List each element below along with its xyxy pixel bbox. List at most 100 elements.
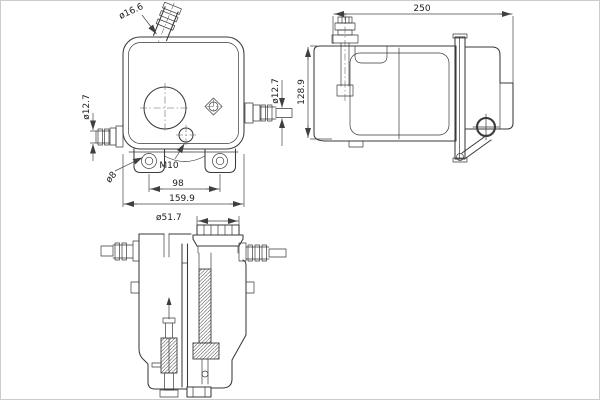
dim-128-ext	[310, 45, 332, 140]
left-nozzle-collar	[109, 127, 117, 146]
top-port-leader	[141, 14, 157, 35]
overall-width-label: 159.9	[169, 194, 195, 204]
right-foot	[204, 148, 237, 174]
filler-neck	[192, 224, 244, 254]
left-foot-grommet-inner	[144, 156, 154, 166]
section-foot-block	[186, 386, 212, 398]
right-nozzle-barb-2	[267, 104, 273, 122]
dim-159-ext	[122, 154, 245, 207]
left-nozzle-barb-2	[104, 128, 110, 146]
side-body-outline	[313, 45, 457, 142]
dip-tube-strip	[198, 268, 212, 344]
side-bottom-foot	[348, 140, 364, 148]
flange-cap-top	[452, 33, 468, 39]
right-nozzle-flange	[244, 102, 254, 124]
drain-valve	[456, 113, 500, 161]
cap-collar	[192, 234, 244, 247]
overall-length-label: 250	[413, 4, 430, 14]
side-flange	[452, 33, 468, 163]
bleed-cap-ridges	[341, 16, 350, 24]
left-dim-ext	[90, 130, 96, 144]
right-nozzle	[244, 102, 293, 124]
right-nozzle-collar	[252, 104, 261, 122]
sl-nozzle-barb-2	[121, 242, 127, 261]
flange-band	[454, 36, 466, 160]
sr-nozzle-tube	[245, 246, 270, 260]
dip-tube-top	[198, 252, 212, 270]
section-foot-lines	[192, 386, 206, 398]
left-clamp-tab	[130, 281, 140, 294]
sr-nozzle-flange	[238, 242, 247, 262]
section-partition	[181, 243, 189, 388]
valve-lever	[461, 134, 492, 159]
section-rib-slot	[163, 233, 170, 258]
left-foot	[133, 148, 166, 174]
dim-98-ext	[148, 174, 221, 192]
sr-nozzle-barb-3	[261, 244, 267, 262]
top-nozzle	[152, 1, 182, 43]
section-left-wall	[138, 233, 188, 390]
sensor-stem-upper	[165, 322, 173, 339]
left-foot-grommet-outer	[141, 153, 157, 169]
dip-tube-hole	[201, 370, 209, 378]
neck-walls	[197, 245, 239, 254]
sensor-foot	[159, 389, 179, 398]
right-nozzle-tube	[259, 106, 277, 120]
right-nozzle-barb-1	[260, 104, 266, 122]
diamond-outline	[204, 97, 223, 116]
sr-nozzle-barb-2	[254, 244, 260, 262]
sr-nozzle-barb-1	[247, 244, 253, 262]
section-view: ø51.7	[100, 213, 287, 398]
side-top-recess	[354, 45, 388, 64]
sl-nozzle-tube	[112, 244, 134, 259]
mounting-bracket	[128, 148, 239, 174]
dim-250-ext	[332, 16, 514, 83]
right-port-dia-label: ø12.7	[271, 78, 281, 104]
m10-leader	[174, 143, 185, 160]
dip-tube	[192, 252, 220, 385]
mount-hole-dia-label: ø8	[104, 170, 119, 185]
sr-nozzle-tip	[268, 248, 287, 258]
filler-neck-dia-label: ø51.7	[156, 213, 182, 223]
left-port-dia-label: ø12.7	[82, 94, 92, 120]
section-left-nozzle	[100, 240, 140, 262]
section-right-nozzle	[238, 242, 287, 262]
rear-body-outline	[464, 46, 514, 130]
sl-nozzle-flange	[132, 240, 140, 262]
bracket-web-arch	[164, 155, 206, 162]
filler-centerlines	[140, 83, 190, 133]
flange-cap-bottom	[452, 157, 468, 163]
top-nozzle-barb-2	[155, 18, 176, 31]
bleed-stem	[340, 42, 350, 87]
port-boss-diamond	[204, 97, 223, 116]
top-port-dia-label: ø16.6	[118, 2, 146, 22]
sensor-stem-lower	[164, 372, 174, 391]
left-nozzle-flange	[115, 125, 124, 148]
right-nozzle-tip	[275, 108, 293, 118]
right-foot-grommet-outer	[212, 153, 228, 169]
m10-centerlines	[176, 125, 196, 145]
mount-hole-leader	[114, 157, 143, 172]
tank-outline-outer	[122, 36, 245, 150]
bleed-screw	[331, 13, 359, 102]
right-foot-grommet-inner	[215, 156, 225, 166]
left-nozzle-barb-1	[97, 128, 103, 146]
overall-height-label: 128.9	[297, 79, 307, 105]
sl-nozzle-barb-1	[114, 242, 120, 261]
right-clamp-tab	[245, 281, 255, 294]
mount-spacing-label: 98	[172, 179, 184, 189]
dip-tube-lower	[201, 358, 209, 385]
section-right-wall	[210, 259, 247, 389]
diamond-centerlines	[206, 99, 221, 114]
dip-tube-end-block	[192, 342, 220, 360]
m10-label: M10	[159, 161, 178, 171]
sl-nozzle-tip	[100, 245, 114, 257]
cap-ribs	[203, 224, 233, 236]
left-nozzle	[95, 125, 124, 148]
sensor-pin	[162, 317, 176, 324]
front-view: ø16.6 ø12.7 ø12.7	[82, 1, 293, 207]
level-sensor	[151, 297, 179, 398]
dim-51-ext	[196, 216, 240, 226]
